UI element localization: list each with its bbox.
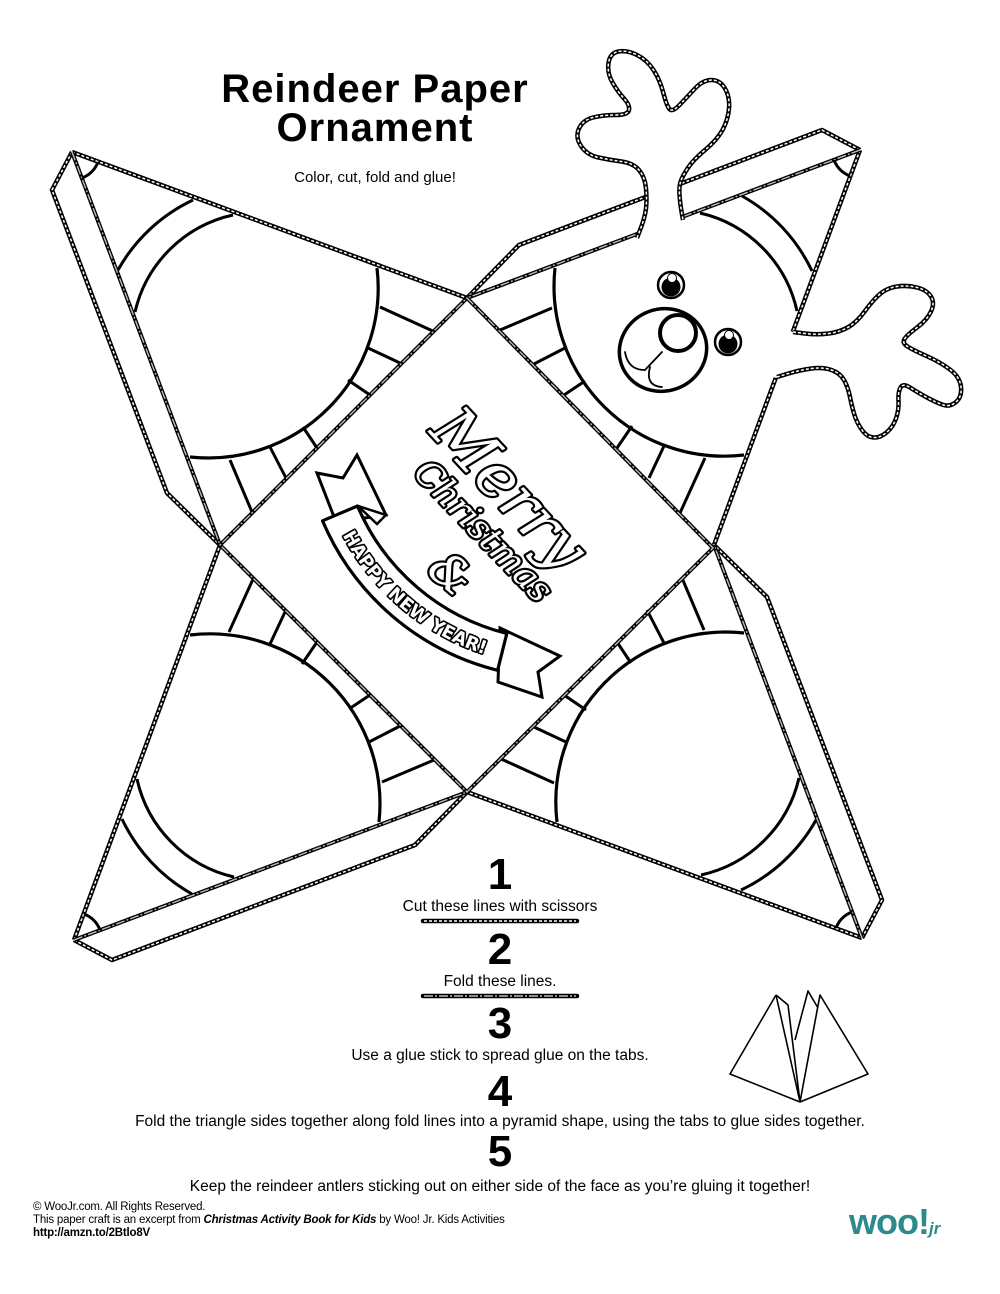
reindeer-face xyxy=(617,270,743,394)
page-subtitle: Color, cut, fold and glue! xyxy=(294,169,456,186)
step-4-text: Fold the triangle sides together along f… xyxy=(135,1113,865,1130)
nose-icon xyxy=(658,313,698,353)
footer: © WooJr.com. All Rights Reserved. This p… xyxy=(33,1201,505,1240)
logo-main: woo! xyxy=(849,1201,930,1242)
ribbon-band xyxy=(320,504,509,672)
excerpt-prefix: This paper craft is an excerpt from xyxy=(33,1214,204,1226)
step-3-text: Use a glue stick to spread glue on the t… xyxy=(351,1047,649,1064)
logo-suffix: jr xyxy=(928,1219,941,1238)
step-1-number: 1 xyxy=(487,850,513,899)
page-title-line1: Reindeer Paper xyxy=(221,67,529,111)
ribbon-flag-left xyxy=(314,451,389,524)
copyright-text: © WooJr.com. All Rights Reserved. xyxy=(33,1201,206,1213)
ribbon-flag-right xyxy=(496,625,563,700)
book-link[interactable]: http://amzn.to/2Btlo8V xyxy=(33,1227,150,1239)
step-5-number: 5 xyxy=(487,1127,513,1176)
center-square-fold-lines xyxy=(218,296,715,794)
triangle-panel-top-left xyxy=(52,152,467,545)
step-3-number: 3 xyxy=(487,999,513,1048)
step-2-number: 2 xyxy=(487,925,513,974)
mouth xyxy=(624,351,663,388)
book-title: Christmas Activity Book for Kids xyxy=(203,1214,377,1226)
woojr-logo: woo!jr xyxy=(849,1204,940,1247)
eye-left-icon xyxy=(656,270,686,300)
eye-right-icon xyxy=(713,327,743,357)
antler-left-icon xyxy=(575,48,732,245)
antler-right-icon xyxy=(770,283,964,440)
page-title-line2: Ornament xyxy=(276,106,474,150)
excerpt-line: This paper craft is an excerpt from Chri… xyxy=(33,1214,505,1227)
step-4-number: 4 xyxy=(487,1067,513,1116)
excerpt-suffix: by Woo! Jr. Kids Activities xyxy=(376,1214,505,1226)
step-5-text: Keep the reindeer antlers sticking out o… xyxy=(189,1178,811,1195)
step-2-text: Fold these lines. xyxy=(443,973,557,990)
step-1-text: Cut these lines with scissors xyxy=(402,898,598,915)
pyramid-diagram-icon xyxy=(729,990,869,1103)
muzzle xyxy=(617,306,709,394)
greeting-art: Merry Christmas & xyxy=(403,389,606,612)
